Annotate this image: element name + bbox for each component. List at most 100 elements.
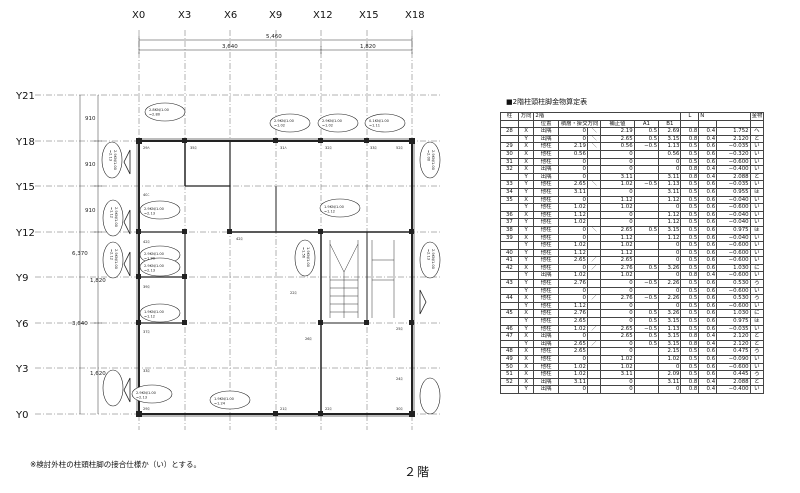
table-cell: 0	[600, 301, 635, 311]
table-cell: −0.600	[716, 248, 751, 258]
table-cell: 2.65	[600, 332, 635, 341]
table-cell: 0.5	[680, 347, 700, 356]
table-cell: 43	[500, 279, 519, 288]
table-cell: 0.5	[680, 225, 700, 235]
table-cell: 0.56	[600, 142, 635, 151]
svg-text:52ﾛ: 52ﾛ	[396, 146, 403, 150]
table-cell: 3.11	[557, 187, 588, 197]
table-cell: 0.5	[633, 225, 660, 235]
grid-label-y9: Y9	[15, 273, 28, 284]
svg-text:22ﾛ: 22ﾛ	[290, 291, 297, 295]
table-cell: 0.5	[680, 317, 700, 326]
table-cell: 1.02	[600, 180, 635, 189]
table-cell: 1.12	[557, 301, 588, 311]
table-cell: い	[749, 385, 765, 394]
table-cell: 1.02	[600, 271, 635, 281]
table-cell: ろ	[749, 347, 765, 356]
grid-label-y15: Y15	[15, 182, 35, 193]
table-cell: 0.8	[680, 332, 700, 341]
table-cell: 29	[500, 142, 519, 151]
table-cell: 1.13	[658, 180, 682, 189]
table-cell: 0.5	[680, 142, 700, 151]
table-cell: 0	[600, 377, 635, 387]
table-cell: −0.090	[716, 355, 751, 364]
table-cell: 40	[500, 248, 519, 258]
table-cell: 0.6	[698, 180, 718, 189]
table-cell: 1.12	[658, 210, 682, 220]
table-cell: 0.5	[680, 263, 700, 273]
svg-text:42ﾛ: 42ﾛ	[143, 240, 150, 244]
table-cell: X	[517, 263, 535, 273]
table-cell: 2.19	[600, 127, 635, 136]
callout-text-7: 2.9KN/1.00=2.13	[144, 264, 165, 272]
table-cell: 0.530	[716, 279, 751, 288]
svg-text:37ﾛ: 37ﾛ	[143, 330, 150, 334]
table-cell: 0	[557, 332, 588, 341]
table-cell: 0.5	[680, 241, 700, 250]
table-title: ■2階柱頭柱脚金物算定表	[506, 98, 588, 106]
table-cell: 他柱	[533, 218, 559, 227]
table-cell: 2.65	[557, 347, 588, 356]
table-cell: 1.030	[716, 263, 751, 273]
callout-text-2: 2.9KN/1.00=1.02	[274, 119, 295, 127]
grid-label-x15: X15	[359, 10, 379, 21]
callout-text-4: 0.1KN/1.00=1.11	[369, 119, 390, 127]
table-cell: い	[749, 210, 765, 220]
table-cell: 他柱	[533, 263, 559, 273]
table-cell	[633, 241, 660, 250]
table-cell: 1.02	[600, 362, 635, 372]
table-cell: Y	[517, 317, 535, 326]
table-cell: Y	[517, 203, 535, 212]
table-cell	[633, 218, 660, 227]
svg-text:42ﾛ: 42ﾛ	[236, 237, 243, 241]
grid-label-y21: Y21	[15, 91, 35, 102]
table-cell: 出隅	[533, 332, 559, 341]
floor-label: ２階	[404, 465, 431, 479]
table-cell: 0.8	[680, 339, 700, 349]
table-cell: ろ	[749, 294, 765, 303]
svg-text:22ﾛ: 22ﾛ	[325, 407, 332, 411]
table-cell: 他柱	[533, 324, 559, 334]
dim-y-1820: 1,820	[90, 278, 106, 284]
table-cell	[586, 218, 602, 227]
table-cell: 0	[658, 286, 682, 296]
table-cell: Y	[517, 279, 535, 288]
table-cell: 0	[600, 347, 635, 356]
table-cell: 0	[557, 385, 588, 394]
table-cell: 0.6	[698, 218, 718, 227]
table-cell	[586, 172, 602, 182]
svg-text:21ﾛ: 21ﾛ	[280, 407, 287, 411]
table-cell: 1.12	[600, 233, 635, 243]
table-cell: 2.088	[716, 377, 751, 387]
svg-text:25ﾛ: 25ﾛ	[396, 327, 403, 331]
table-cell: と	[749, 377, 765, 387]
table-cell: い	[749, 355, 765, 364]
table-cell	[586, 309, 602, 319]
table-cell: Y	[517, 286, 535, 296]
columns	[136, 138, 415, 417]
load-arrows	[123, 149, 427, 403]
table-cell: −0.600	[716, 286, 751, 296]
table-cell: 0.5	[680, 233, 700, 243]
table-cell: 32	[500, 165, 519, 174]
callout-text-14: 2.9KN/1.00=1.12	[110, 207, 118, 228]
table-cell: 39	[500, 233, 519, 243]
table-cell: ／	[586, 294, 602, 303]
table-cell: 0	[557, 225, 588, 235]
table-cell: −0.600	[716, 241, 751, 250]
table-cell: 0	[600, 157, 635, 167]
table-cell: ／	[586, 339, 602, 349]
table-cell: 0.4	[698, 377, 718, 387]
table-cell: 0.56	[658, 149, 682, 159]
table-cell	[586, 195, 602, 205]
table-cell: 1.02	[600, 203, 635, 212]
table-cell: い	[749, 165, 765, 174]
